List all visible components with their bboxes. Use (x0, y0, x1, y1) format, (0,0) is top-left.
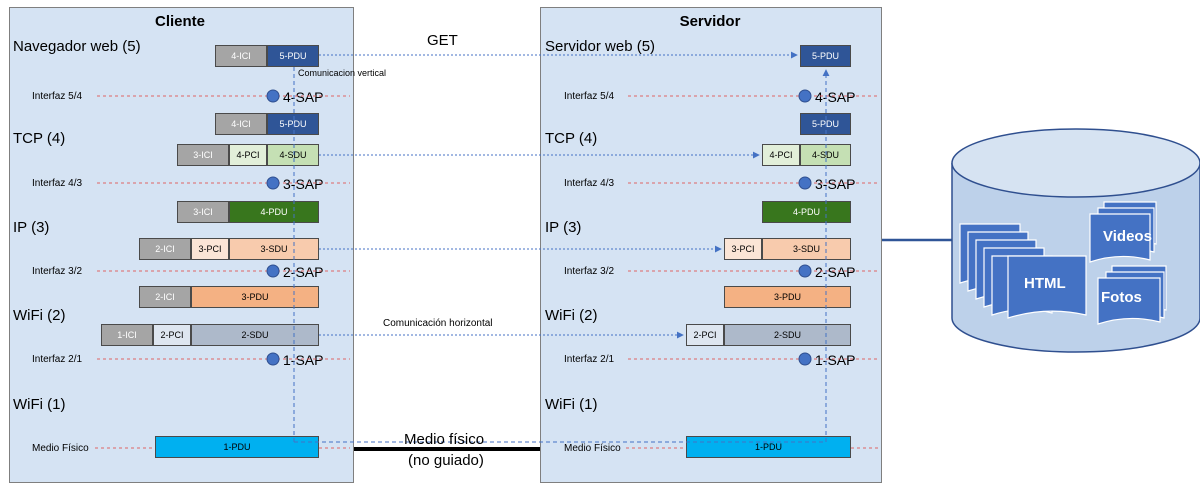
server-interface-3-2: Interfaz 3/2 (564, 266, 615, 277)
videos-label: Videos (1103, 228, 1152, 245)
client-4-sdu: 4-SDU (267, 144, 319, 166)
server-layer-5: Servidor web (5) (545, 38, 656, 55)
server-layer-2: WiFi (2) (545, 307, 598, 324)
client-interface-3-2: Interfaz 3/2 (32, 266, 83, 277)
server-1-pdu: 1-PDU (686, 436, 851, 458)
client-2-ici-a: 2-ICI (139, 238, 191, 260)
server-4-pdu: 4-PDU (762, 201, 851, 223)
client-title: Cliente (154, 13, 205, 30)
client-1-ici: 1-ICI (101, 324, 153, 346)
server-2-pci: 2-PCI (686, 324, 724, 346)
client-interface-lines (95, 95, 350, 449)
server-2-sdu: 2-SDU (724, 324, 851, 346)
physical-medium-label-line1: Medio físico (404, 431, 485, 448)
client-sap-4: 4-SAP (283, 89, 324, 105)
client-sap-1: 1-SAP (283, 352, 324, 368)
client-2-sdu: 2-SDU (191, 324, 319, 346)
client-3-ici-b: 3-ICI (177, 201, 229, 223)
client-3-ici-a: 3-ICI (177, 144, 229, 166)
client-sap-3: 3-SAP (283, 176, 324, 192)
sap-dots (266, 89, 812, 366)
get-label: GET (427, 32, 458, 49)
server-title: Servidor (679, 13, 741, 30)
html-documents-icon (959, 223, 1087, 319)
server-layer-1: WiFi (1) (545, 396, 598, 413)
horizontal-peer-arrows (319, 51, 798, 339)
physical-medium-label-line2: (no guiado) (408, 452, 484, 469)
server-sap-1: 1-SAP (815, 352, 856, 368)
client-3-pdu: 3-PDU (191, 286, 319, 308)
server-sap-3: 3-SAP (815, 176, 856, 192)
client-4-ici-top: 4-ICI (215, 45, 267, 67)
server-3-sdu: 3-SDU (762, 238, 851, 260)
client-interface-4-3: Interfaz 4/3 (32, 178, 83, 189)
html-label: HTML (1024, 275, 1066, 292)
client-5-pdu-mid: 5-PDU (267, 113, 319, 135)
client-3-pci: 3-PCI (191, 238, 229, 260)
client-3-sdu: 3-SDU (229, 238, 319, 260)
client-interface-5-4: Interfaz 5/4 (32, 91, 83, 102)
horizontal-communication-label: Comunicación horizontal (383, 318, 493, 329)
videos-documents-icon (1089, 201, 1157, 263)
server-4-pci: 4-PCI (762, 144, 800, 166)
client-layer-1: WiFi (1) (13, 396, 66, 413)
client-1-pdu: 1-PDU (155, 436, 319, 458)
client-sap-2: 2-SAP (283, 264, 324, 280)
server-interface-5-4: Interfaz 5/4 (564, 91, 615, 102)
server-5-pdu-top: 5-PDU (800, 45, 851, 67)
server-interface-medium: Medio Físico (564, 443, 621, 454)
client-2-pci: 2-PCI (153, 324, 191, 346)
client-interface-2-1: Interfaz 2/1 (32, 354, 83, 365)
server-3-pci: 3-PCI (724, 238, 762, 260)
client-layer-4: TCP (4) (13, 130, 66, 147)
client-layer-5: Navegador web (5) (13, 38, 141, 55)
client-5-pdu-top: 5-PDU (267, 45, 319, 67)
client-interface-medium: Medio Físico (32, 443, 89, 454)
server-layer-4: TCP (4) (545, 130, 598, 147)
client-4-pci: 4-PCI (229, 144, 267, 166)
fotos-label: Fotos (1101, 289, 1142, 306)
client-4-pdu: 4-PDU (229, 201, 319, 223)
client-4-ici-mid: 4-ICI (215, 113, 267, 135)
server-layer-3: IP (3) (545, 219, 582, 236)
server-interface-4-3: Interfaz 4/3 (564, 178, 615, 189)
client-layer-3: IP (3) (13, 219, 50, 236)
server-interface-2-1: Interfaz 2/1 (564, 354, 615, 365)
server-sap-2: 2-SAP (815, 264, 856, 280)
fotos-documents-icon (1097, 265, 1167, 325)
vertical-communication-lines (293, 67, 830, 443)
server-sap-4: 4-SAP (815, 89, 856, 105)
client-layer-2: WiFi (2) (13, 307, 66, 324)
server-3-pdu: 3-PDU (724, 286, 851, 308)
server-interface-lines (626, 95, 880, 449)
client-2-ici-b: 2-ICI (139, 286, 191, 308)
vertical-communication-label: Comunicacion vertical (298, 68, 387, 78)
